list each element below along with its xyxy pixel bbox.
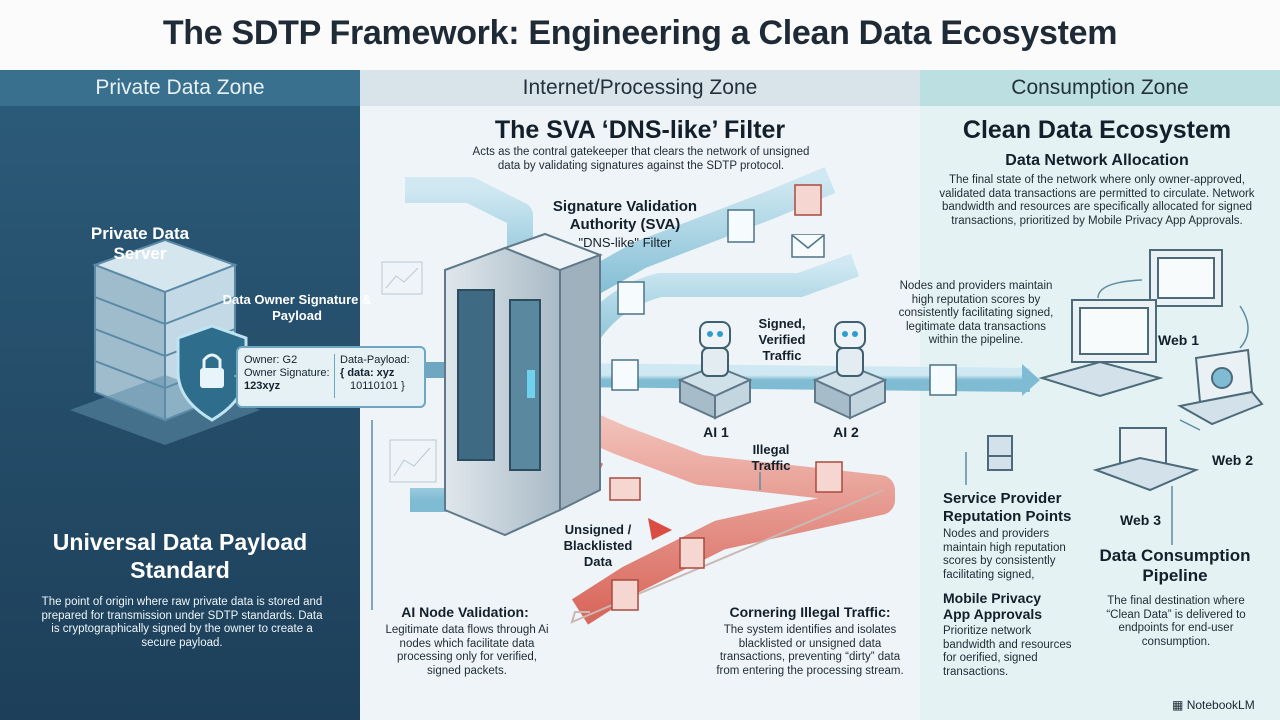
zone-header-private: Private Data Zone — [0, 70, 360, 106]
laptop-icon — [1177, 348, 1264, 426]
flow-arrow-icon — [1022, 364, 1040, 396]
payload-label: Data-Payload: — [340, 354, 410, 366]
blocked-document-icon — [609, 184, 843, 611]
owner-label: Owner: G2 — [244, 354, 298, 366]
web-2-label: Web 2 — [1212, 452, 1253, 468]
envelope-icon — [791, 234, 825, 258]
signature-label: Data Owner Signature & Payload — [222, 292, 372, 323]
server-label: Private Data Server — [90, 224, 190, 263]
flow-arrow-icon — [648, 518, 672, 540]
mobile-approvals-title: Mobile Privacy App Approvals — [943, 590, 1043, 622]
brand-name: NotebookLM — [1186, 698, 1255, 712]
web-1-label: Web 1 — [1158, 332, 1199, 348]
payload-line-2: 10110101 } — [350, 380, 405, 392]
ai-1-label: AI 1 — [703, 424, 729, 440]
ai-2-label: AI 2 — [833, 424, 859, 440]
payload-line-1: { data: xyz — [340, 367, 395, 379]
unsigned-data-label: Unsigned / Blacklisted Data — [563, 522, 633, 569]
reputation-title: Service Provider Reputation Points — [943, 490, 1072, 525]
notebook-icon: ▦ — [1172, 698, 1184, 712]
private-data-server-icon — [70, 238, 260, 445]
chart-doodle-icon — [381, 261, 437, 483]
ecosystem-title: Clean Data Ecosystem — [962, 116, 1232, 144]
web-3-label: Web 3 — [1120, 512, 1161, 528]
ai-node-description: Legitimate data flows through Ai nodes w… — [385, 624, 549, 677]
pipeline-title: Data Consumption Pipeline — [1099, 546, 1251, 585]
payload-box: Owner: G2 Owner Signature: 123xyz Data-P… — [236, 346, 426, 408]
cornering-title: Cornering Illegal Traffic: — [729, 604, 891, 620]
sva-tower-icon — [444, 232, 603, 537]
filter-title: The SVA ‘DNS-like’ Filter — [494, 116, 786, 144]
phone-monitor-icon — [1092, 427, 1200, 492]
sva-title: Signature Validation Authority (SVA) — [552, 198, 698, 233]
zone-header-processing: Internet/Processing Zone — [360, 70, 920, 106]
owner-signature-value: 123xyz — [244, 380, 281, 392]
connector-lines — [371, 279, 1249, 610]
sva-subtitle: "DNS-like" Filter — [578, 235, 672, 250]
nodes-description: Nodes and providers maintain high reputa… — [898, 280, 1054, 346]
illegal-traffic-label: Illegal Traffic — [751, 442, 791, 473]
filter-description: Acts as the contral gatekeeper that clea… — [472, 146, 810, 172]
signed-traffic-label: Signed, Verified Traffic — [758, 316, 806, 363]
page-title: The SDTP Framework: Engineering a Clean … — [162, 14, 1118, 52]
cornering-description: The system identifies and isolates black… — [716, 624, 904, 677]
zone-header-consumption: Consumption Zone — [920, 70, 1280, 106]
reputation-description: Nodes and providers maintain high reputa… — [943, 528, 1066, 581]
pipeline-description: The final destination where “Clean Data”… — [1106, 595, 1246, 648]
ai-robot-icon — [812, 321, 888, 420]
standard-title: Universal Data Payload Standard — [52, 529, 308, 583]
owner-signature-label: Owner Signature: — [244, 367, 330, 379]
brand-logo: ▦ NotebookLM — [1172, 698, 1255, 712]
ai-node-title: AI Node Validation: — [401, 604, 529, 620]
network-node-icon — [987, 435, 1013, 471]
allocation-title: Data Network Allocation — [1005, 152, 1189, 169]
ai-robot-icon — [677, 321, 753, 420]
standard-description: The point of origin where raw private da… — [41, 596, 323, 649]
document-icon — [611, 209, 957, 396]
shield-lock-icon — [176, 324, 248, 422]
mobile-approvals-description: Prioritize network bandwidth and resourc… — [943, 625, 1072, 678]
web-monitor-icon — [1038, 249, 1223, 398]
allocation-description: The final state of the network where onl… — [939, 174, 1255, 227]
